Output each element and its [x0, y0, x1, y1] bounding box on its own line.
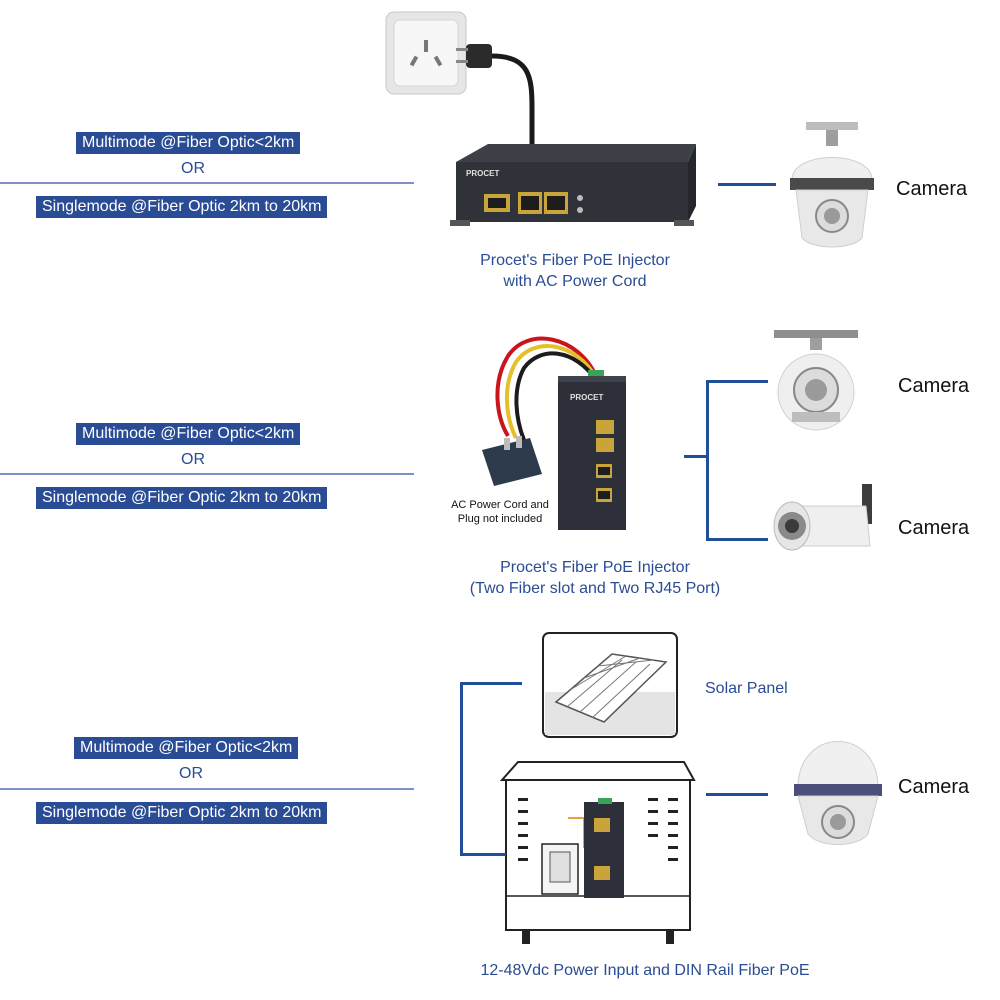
singlemode-badge: Singlemode @Fiber Optic 2km to 20km [36, 487, 328, 509]
connection-line [684, 455, 708, 458]
fiber-poe-injector-icon: PROCET [450, 144, 696, 226]
connection-line [460, 853, 506, 856]
caption-line: Procet's Fiber PoE Injector [500, 559, 690, 576]
multimode-badge: Multimode @Fiber Optic<2km [76, 132, 301, 154]
or-label: OR [181, 160, 205, 177]
note-line: Plug not included [457, 513, 543, 525]
plug-note: AC Power Cord and Plug not included [440, 498, 560, 526]
svg-text:PROCET: PROCET [570, 393, 603, 402]
solar-panel-label: Solar Panel [705, 680, 788, 697]
multimode-badge: Multimode @Fiber Optic<2km [74, 737, 299, 759]
dome-camera-icon [794, 741, 882, 845]
injector-caption: Procet's Fiber PoE Injector with AC Powe… [440, 250, 710, 292]
camera-label: Camera [898, 776, 970, 798]
or-label: OR [179, 765, 203, 782]
caption-line: with AC Power Cord [503, 273, 647, 290]
connection-line [706, 793, 768, 796]
multimode-badge: Multimode @Fiber Optic<2km [76, 423, 301, 445]
caption-line: (Two Fiber slot and Two RJ45 Port) [469, 580, 721, 597]
injector-caption: Procet's Fiber PoE Injector (Two Fiber s… [440, 557, 750, 599]
caption-line: Procet's Fiber PoE Injector [480, 252, 670, 269]
note-line: AC Power Cord and [451, 499, 549, 511]
svg-text:PROCET: PROCET [466, 169, 499, 178]
connection-line [460, 682, 463, 856]
singlemode-badge: Singlemode @Fiber Optic 2km to 20km [36, 802, 328, 824]
camera-label: Camera [898, 375, 970, 397]
connection-line [706, 538, 768, 541]
connection-line [706, 380, 709, 540]
connection-line [460, 682, 522, 685]
outdoor-enclosure-icon [499, 761, 696, 944]
connection-line [706, 380, 768, 383]
solar-panel-icon [542, 632, 678, 738]
connection-line [718, 183, 776, 186]
or-label: OR [181, 451, 205, 468]
dome-camera-icon [774, 330, 858, 431]
fiber-line [0, 788, 414, 790]
bullet-camera-icon [773, 484, 872, 551]
din-rail-injector-icon: PROCET [558, 376, 626, 530]
fiber-line [0, 182, 414, 184]
singlemode-badge: Singlemode @Fiber Optic 2km to 20km [36, 196, 328, 218]
camera-label: Camera [898, 517, 970, 539]
fiber-line [0, 473, 414, 475]
camera-label: Camera [896, 178, 968, 200]
power-outlet-icon [385, 11, 535, 146]
din-rail-caption: 12-48Vdc Power Input and DIN Rail Fiber … [480, 962, 810, 979]
dome-camera-icon [790, 122, 874, 248]
